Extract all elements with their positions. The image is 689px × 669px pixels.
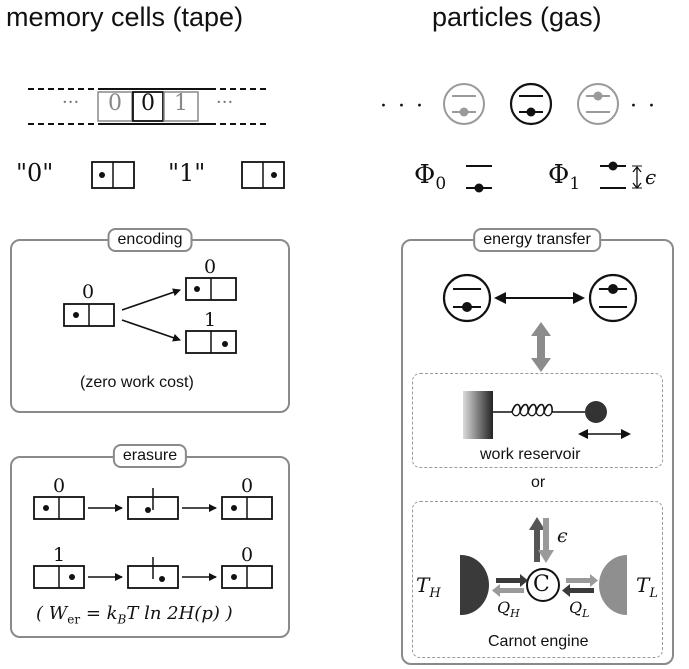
- particle-gray-upper: [577, 83, 619, 125]
- engine-symbol: C: [533, 572, 550, 597]
- t-cold-label: TL: [636, 573, 658, 601]
- bit-zero-label: "0": [16, 159, 54, 187]
- work-reservoir-box: [412, 373, 663, 468]
- particle-black-lower: [509, 82, 553, 126]
- mass-motion-arrow: [578, 429, 631, 439]
- erasure-row2-in-label: 1: [53, 544, 66, 566]
- erasure-row1: [33, 488, 273, 520]
- tape-cell-1-value: 0: [108, 91, 122, 116]
- erasure-formula-eq: = k: [80, 603, 118, 624]
- erasure-formula-sub: er: [67, 612, 81, 627]
- heading-particles: particles (gas): [432, 2, 602, 32]
- or-label: or: [531, 474, 546, 491]
- erasure-formula-w: ( W: [36, 603, 68, 624]
- q-hot-symbol: Q: [497, 598, 511, 617]
- phi1-label: Φ1: [548, 160, 580, 194]
- potential-phi1-levels: [600, 161, 642, 190]
- particles-ellipsis-left: · · ·: [380, 94, 425, 119]
- spring: [493, 401, 607, 423]
- q-hot-label: QH: [497, 598, 520, 620]
- encoding-arrow-top: [121, 288, 181, 311]
- tape-cell-3: [163, 91, 199, 122]
- t-hot-symbol: T: [416, 573, 430, 597]
- particles-ellipsis-right: · ·: [630, 94, 657, 119]
- phi1-sub: 1: [569, 174, 581, 195]
- encoding-output-box-1: [185, 330, 237, 354]
- tape-cell-2: [132, 91, 164, 122]
- t-hot-label: TH: [416, 573, 441, 601]
- erasure-row2-out-label: 0: [241, 544, 254, 566]
- cold-reservoir: [599, 555, 627, 615]
- encoding-input-box: [63, 303, 115, 327]
- bit-one-box: [241, 161, 285, 189]
- q-cold-label: QL: [569, 598, 589, 620]
- heat-arrows-hot: [492, 574, 528, 597]
- mass-ball: [585, 401, 607, 423]
- encoding-arrow-bottom: [121, 319, 181, 342]
- erasure-formula-kb-sub: B: [117, 612, 127, 627]
- encoding-input-label: 0: [82, 281, 95, 303]
- work-reservoir-wall: [463, 391, 493, 439]
- encoding-out-bottom-label: 1: [204, 309, 217, 331]
- engine-circle: [526, 568, 560, 602]
- bit-zero-box: [91, 161, 135, 189]
- phi1-epsilon: ϵ: [645, 165, 657, 189]
- tape-cell-3-value: 1: [174, 91, 188, 116]
- carnot-epsilon: ϵ: [557, 525, 568, 547]
- phi1-symbol: Φ: [548, 160, 570, 190]
- phi0-label: Φ0: [414, 160, 446, 194]
- phi0-symbol: Φ: [414, 160, 436, 190]
- tape-ellipsis-right: ···: [216, 92, 234, 113]
- erasure-row1-out-label: 0: [241, 475, 254, 497]
- q-cold-symbol: Q: [569, 598, 583, 617]
- encoding-tag: encoding: [107, 228, 193, 252]
- heading-memory-cells: memory cells (tape): [6, 2, 244, 32]
- erasure-formula-tail: T ln 2H(p) ): [126, 603, 233, 624]
- energy-particle-upper: [588, 273, 638, 323]
- vertical-transfer-arrow: [531, 322, 551, 372]
- heat-arrows-cold: [562, 574, 598, 597]
- bit-one-label: "1": [168, 159, 206, 187]
- t-cold-symbol: T: [636, 573, 650, 597]
- erasure-tag: erasure: [112, 444, 188, 468]
- work-reservoir-label: work reservoir: [480, 446, 581, 463]
- carnot-engine-box: [412, 501, 663, 658]
- energy-particle-lower: [442, 273, 492, 323]
- encoding-output-box-0: [185, 277, 237, 301]
- particle-gray-lower: [443, 83, 485, 125]
- tape-cell-2-value: 0: [141, 91, 155, 116]
- q-cold-sub: L: [582, 607, 590, 621]
- encoding-caption: (zero work cost): [80, 374, 194, 391]
- erasure-row2: [33, 557, 273, 589]
- q-hot-sub: H: [510, 607, 520, 621]
- exchange-arrow: [494, 292, 585, 304]
- tape-cell-1: [97, 91, 133, 122]
- energy-transfer-tag: energy transfer: [473, 228, 601, 252]
- encoding-out-top-label: 0: [204, 256, 217, 278]
- tape-ellipsis-left: ···: [62, 92, 80, 113]
- tape: [28, 88, 268, 125]
- t-hot-sub: H: [429, 586, 441, 601]
- t-cold-sub: L: [649, 586, 658, 601]
- erasure-formula: ( Wer = kBT ln 2H(p) ): [36, 603, 233, 627]
- potential-phi0-levels: [466, 165, 492, 193]
- erasure-row1-in-label: 0: [53, 475, 66, 497]
- phi0-sub: 0: [435, 174, 447, 195]
- hot-reservoir: [460, 555, 489, 615]
- carnot-engine-label: Carnot engine: [488, 633, 589, 650]
- epsilon-arrows: [529, 517, 554, 563]
